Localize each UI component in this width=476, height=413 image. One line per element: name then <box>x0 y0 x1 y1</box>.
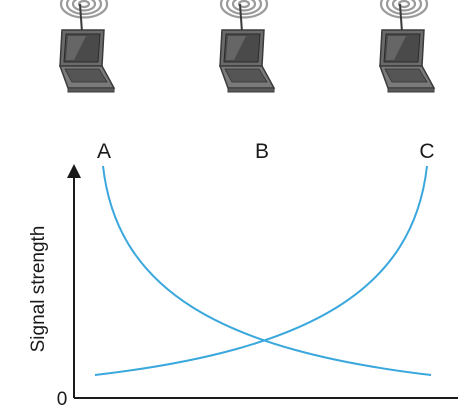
laptop-icon <box>378 0 436 94</box>
signal-curve-c <box>94 165 428 376</box>
laptop-icon <box>218 0 276 94</box>
axes <box>67 164 458 399</box>
origin-label: 0 <box>57 389 68 410</box>
y-axis-arrow <box>67 164 81 178</box>
y-axis-label: Signal strength <box>28 226 49 353</box>
laptop-icon <box>58 0 116 94</box>
node-label-b: B <box>255 140 269 163</box>
laptop-a <box>58 0 116 94</box>
node-label-c: C <box>419 140 434 163</box>
signal-curve-a <box>102 165 432 376</box>
node-label-a: A <box>97 140 111 163</box>
laptop-c <box>378 0 436 94</box>
laptop-b <box>218 0 276 94</box>
